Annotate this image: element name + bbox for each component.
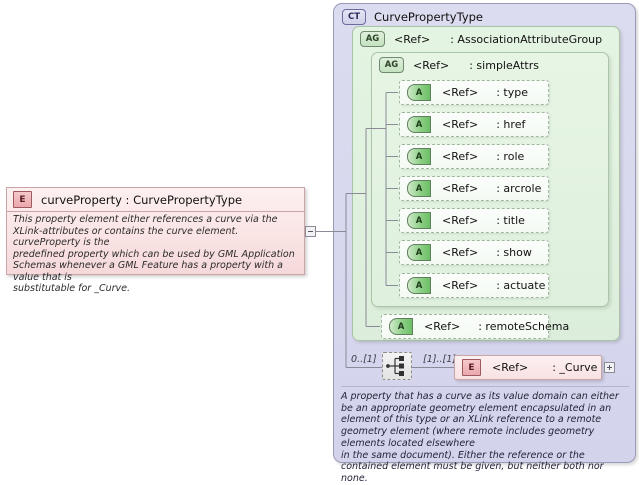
attribute-row[interactable]: A <Ref> : show [399,240,549,265]
attribute-badge-icon: A [407,277,431,294]
sequence-compositor-icon[interactable] [382,352,412,380]
attribute-row-remoteschema[interactable]: A <Ref> : remoteSchema [381,314,569,339]
element-box-curveproperty[interactable]: E curveProperty : CurvePropertyType This… [6,187,305,294]
element-reference-name: : _Curve [552,361,598,374]
attribute-badge-icon: A [389,318,413,335]
element-reference-ref: <Ref> [492,361,529,374]
attribute-name: : arcrole [496,182,542,195]
attribute-row[interactable]: A <Ref> : title [399,208,549,233]
element-collapse-toggle[interactable] [305,226,316,237]
attribute-group-inner-header: AG <Ref> : simpleAttrs [379,57,539,73]
attribute-name: : remoteSchema [478,320,570,333]
curve-expand-toggle[interactable] [604,362,615,373]
attribute-row[interactable]: A <Ref> : role [399,144,549,169]
attribute-ref: <Ref> [442,150,479,163]
attribute-badge-icon: A [407,148,431,165]
attribute-name: : type [496,86,529,99]
attribute-badge-icon: A [407,212,431,229]
attribute-group-inner-ref: <Ref> [413,58,450,72]
attribute-row[interactable]: A <Ref> : actuate [399,273,549,298]
attribute-group-outer-type: : AssociationAttributeGroup [450,32,603,46]
complex-type-title: CurvePropertyType [374,10,484,24]
attribute-name: : show [496,246,532,259]
attribute-badge-icon: A [407,244,431,261]
element-header: E curveProperty : CurvePropertyType [7,188,304,212]
element-title: curveProperty : CurvePropertyType [41,192,243,207]
attribute-ref: <Ref> [442,279,479,292]
attribute-badge-icon: A [407,84,431,101]
complex-type-badge-icon: CT [342,9,366,25]
element-reference-curve[interactable]: E <Ref> : _Curve [454,355,602,380]
attribute-name: : href [496,118,526,131]
attribute-ref: <Ref> [442,246,479,259]
attribute-group-badge-icon: AG [379,57,404,73]
attribute-row[interactable]: A <Ref> : arcrole [399,176,549,201]
attribute-group-badge-icon: AG [360,31,385,47]
attribute-ref: <Ref> [442,182,479,195]
attribute-row[interactable]: A <Ref> : type [399,80,549,105]
complex-type-header: CT CurvePropertyType [342,9,483,25]
element-documentation: This property element either references … [13,214,295,294]
element-badge-icon: E [13,191,32,208]
attribute-badge-icon: A [407,180,431,197]
attribute-ref: <Ref> [442,214,479,227]
attribute-group-inner-type: : simpleAttrs [469,58,539,72]
attribute-ref: <Ref> [442,86,479,99]
attribute-row[interactable]: A <Ref> : href [399,112,549,137]
cardinality-right-label: [1]..[1] [423,354,456,365]
attribute-group-outer-header: AG <Ref> : AssociationAttributeGroup [360,31,602,47]
attribute-name: : role [496,150,525,163]
documentation-divider [341,386,629,387]
complex-type-documentation: A property that has a curve as its value… [341,391,619,484]
attribute-name: : actuate [496,279,546,292]
cardinality-left-label: 0..[1] [351,354,377,365]
attribute-name: : title [496,214,525,227]
attribute-group-outer-ref: <Ref> [394,32,431,46]
attribute-ref: <Ref> [424,320,461,333]
attribute-badge-icon: A [407,116,431,133]
element-badge-icon: E [462,359,481,376]
attribute-ref: <Ref> [442,118,479,131]
xsd-diagram-canvas: E curveProperty : CurvePropertyType This… [6,3,636,484]
